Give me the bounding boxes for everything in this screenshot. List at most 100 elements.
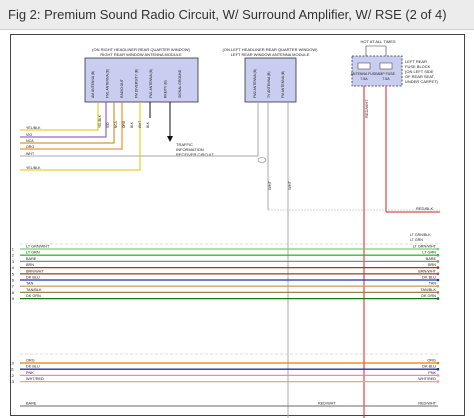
fuse-block-label-2: FUSE BLOCK <box>405 64 431 69</box>
wire-right-label: WHT/RED <box>418 377 436 381</box>
wire-terminal <box>436 272 440 276</box>
right-module-wire-label: WHT <box>138 121 142 128</box>
title-bar: Fig 2: Premium Sound Radio Circuit, W/ S… <box>0 0 474 30</box>
right-module-wire-label: YEL/BLK <box>98 114 102 128</box>
left-module-pin-label: TV ANTENNA (B) <box>267 71 271 98</box>
wire-number: 11 <box>10 367 15 372</box>
upper-wire <box>20 102 115 144</box>
left-module-pin-label: FM ANTENNA (B) <box>281 71 285 98</box>
wire-left-label: BARE <box>26 257 37 261</box>
wire-terminal <box>436 284 440 288</box>
static-layer: (ON RIGHT HEADLINER REAR QUARTER WINDOW)… <box>20 39 440 418</box>
wire-number: 5 <box>12 271 15 276</box>
bottom-wire-mid-label: RED/WHT <box>318 402 336 406</box>
antenna-fuse-symbol <box>357 62 371 70</box>
left-rear-antenna-module <box>244 57 297 103</box>
bottom-wire-right-label: RED/WHT <box>418 402 436 406</box>
wire-number: 7 <box>12 284 15 289</box>
wire-number: 4 <box>12 265 15 270</box>
antenna-fuse-name: ANTENNA FUSE <box>351 72 379 76</box>
right-module-pin-label: RADIO OUT <box>120 79 124 98</box>
wire-left-label: TAN <box>26 282 34 286</box>
right-rear-antenna-module <box>84 57 199 103</box>
red-blk-label: RED/BLK <box>416 206 433 211</box>
wire-right-label: LT GRN/WHT <box>413 245 437 249</box>
traffic-label-2: INFORMATION <box>176 147 204 152</box>
wire-number: 10 <box>10 361 15 366</box>
wire-left-label: DK BLU <box>26 365 40 369</box>
wire-terminal <box>436 374 440 377</box>
fuse-block-label-3: (ON LEFT SIDE <box>405 69 434 74</box>
amp-fuse-name: AMP FUSE <box>377 72 395 76</box>
wire-terminal <box>436 367 440 371</box>
right-module-wire-label: NCA <box>114 120 118 128</box>
right-module-header-2: RIGHT REAR WINDOW ANTENNA MODULE <box>100 52 182 57</box>
shield-label-2: WHT <box>287 180 292 190</box>
wire-right-label: BRN/WHT <box>418 269 436 273</box>
wire-terminal <box>436 297 440 300</box>
upper-wire-label: YEL/BLK <box>26 166 41 170</box>
wire-left-label: LT GRN <box>26 251 40 255</box>
bottom-wire-left-label: BARE <box>26 402 37 406</box>
wire-right-label: LT GRN <box>422 251 436 255</box>
lt-grn-blk-label: LT GRN/BLK <box>410 233 431 237</box>
wire-number: 1 <box>12 247 15 252</box>
wire-number: 8 <box>12 290 15 295</box>
wire-terminal <box>436 266 440 269</box>
right-module-wire-label: BLK <box>146 121 150 128</box>
right-module-pin-label: FM1 ANTENNA (B) <box>149 69 153 98</box>
upper-wire <box>20 102 99 131</box>
wire-terminal <box>436 380 440 383</box>
wire-left-label: DK BLU <box>26 276 40 280</box>
wire-left-label: TAN/BLK <box>26 288 42 292</box>
wire-terminal <box>436 278 440 282</box>
hot-at-all-times-label: HOT AT ALL TIMES <box>360 39 395 44</box>
upper-wire <box>20 102 123 150</box>
right-module-pin-label: RKE/TV (B) <box>164 80 168 98</box>
lt-grn-label: LT GRN <box>410 238 423 242</box>
shield-splice <box>257 157 267 163</box>
fuse-feed-label: RED/WHT <box>364 99 369 118</box>
wire-number: 13 <box>10 379 15 384</box>
wire-right-label: PNK <box>428 371 436 375</box>
right-module-pins: AM ANTENNA (B) FM1 ANTENNA (B) RADIO OUT FM… <box>91 69 182 98</box>
right-module-pin-label: AM ANTENNA (B) <box>91 71 95 98</box>
right-module-wire-label: ORG <box>122 120 126 128</box>
upper-wire-label: YEL/BLK <box>26 126 41 130</box>
wire-number: 3 <box>12 259 15 264</box>
upper-wire <box>20 102 107 138</box>
wire-number: 12 <box>10 373 15 378</box>
wire-terminal <box>436 253 440 257</box>
wire-left-label: WHT/RED <box>26 377 44 381</box>
wire-terminal <box>436 260 440 263</box>
fuse-block-label-1: LEFT REAR <box>405 59 427 64</box>
wire-right-label: DK BLU <box>422 365 436 369</box>
right-module-header-1: (ON RIGHT HEADLINER REAR QUARTER WINDOW) <box>92 47 190 52</box>
upper-wire-label: WHT <box>26 152 35 156</box>
wire-left-label: PNK <box>26 371 34 375</box>
traffic-label-3: RECEIVER CIRCUIT <box>176 152 214 157</box>
upper-wire-label: NCA <box>26 139 34 143</box>
wire-left-label: BRN/WHT <box>26 269 44 273</box>
wire-number: 6 <box>12 278 15 283</box>
wire-left-label: LT GRN/WHT <box>26 245 50 249</box>
right-module-pin-label: FM DIVERSITY (B) <box>135 69 139 98</box>
amp-fuse-symbol <box>379 62 393 70</box>
right-module-wire-label: VIO <box>106 122 110 128</box>
shield-label-1: WHT <box>267 180 272 190</box>
wire-terminal <box>436 291 440 294</box>
antenna-fuse-rating: 7.5A <box>360 77 368 81</box>
wire-left-label: ORG <box>26 359 35 363</box>
wire-left-label: DK GRN <box>26 294 41 298</box>
upper-wire-label: VIO <box>26 133 32 137</box>
wire-terminal <box>436 361 440 365</box>
left-module-pin-label: FM2 ANTENNA (B) <box>253 69 257 98</box>
wire-right-label: TAN/BLK <box>420 288 436 292</box>
figure-title: Fig 2: Premium Sound Radio Circuit, W/ S… <box>8 7 447 22</box>
right-module-wire-label: BLK <box>130 121 134 128</box>
left-rear-fuse-block <box>351 55 403 87</box>
wire-right-label: TAN <box>429 282 437 286</box>
left-module-header-2: LEFT REAR WINDOW ANTENNA MODULE <box>231 52 310 57</box>
